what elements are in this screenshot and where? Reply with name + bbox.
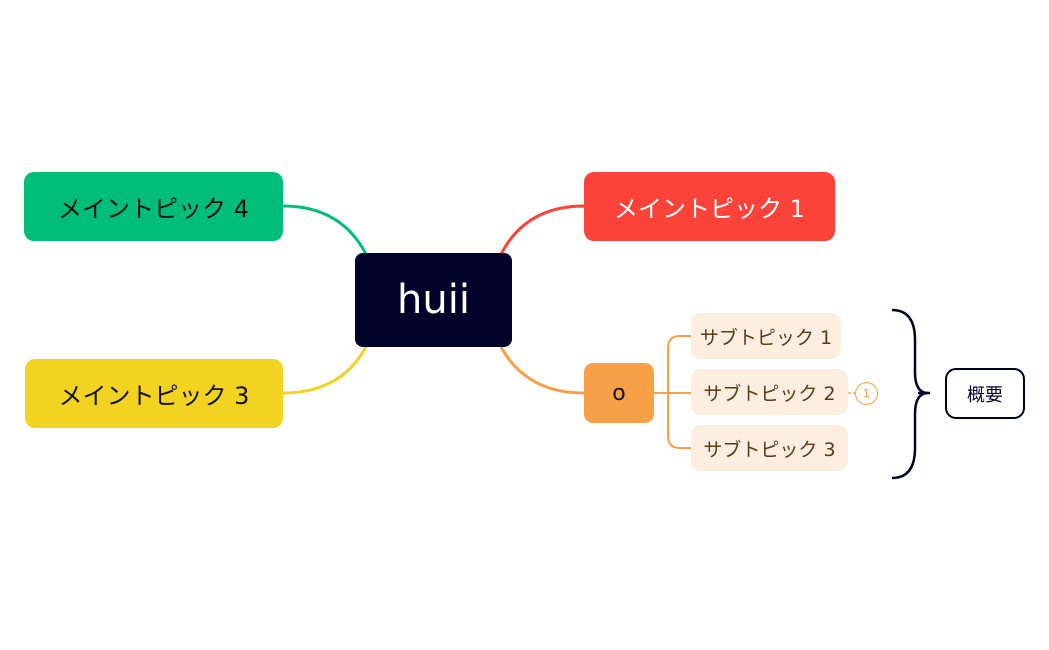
- connector-sub-1: [654, 335, 691, 394]
- central-topic[interactable]: huii: [355, 253, 512, 347]
- main-topic-1[interactable]: メイントピック 1: [584, 172, 835, 241]
- connector-main-o: [498, 344, 585, 395]
- main-topic-o[interactable]: o: [584, 363, 654, 423]
- connector-sub-3: [667, 393, 691, 449]
- subtopic-1[interactable]: サブトピック 1: [691, 313, 841, 359]
- main-topic-3[interactable]: メイントピック 3: [25, 359, 283, 428]
- connector-main-1: [498, 204, 585, 257]
- summary-topic[interactable]: 概要: [945, 368, 1025, 419]
- subtopic-count-badge[interactable]: 1: [855, 382, 878, 405]
- connector-main-4: [282, 204, 369, 257]
- subtopic-3[interactable]: サブトピック 3: [691, 425, 848, 471]
- connector-main-3: [282, 344, 369, 395]
- main-topic-4[interactable]: メイントピック 4: [24, 172, 283, 241]
- subtopic-2[interactable]: サブトピック 2: [691, 369, 848, 415]
